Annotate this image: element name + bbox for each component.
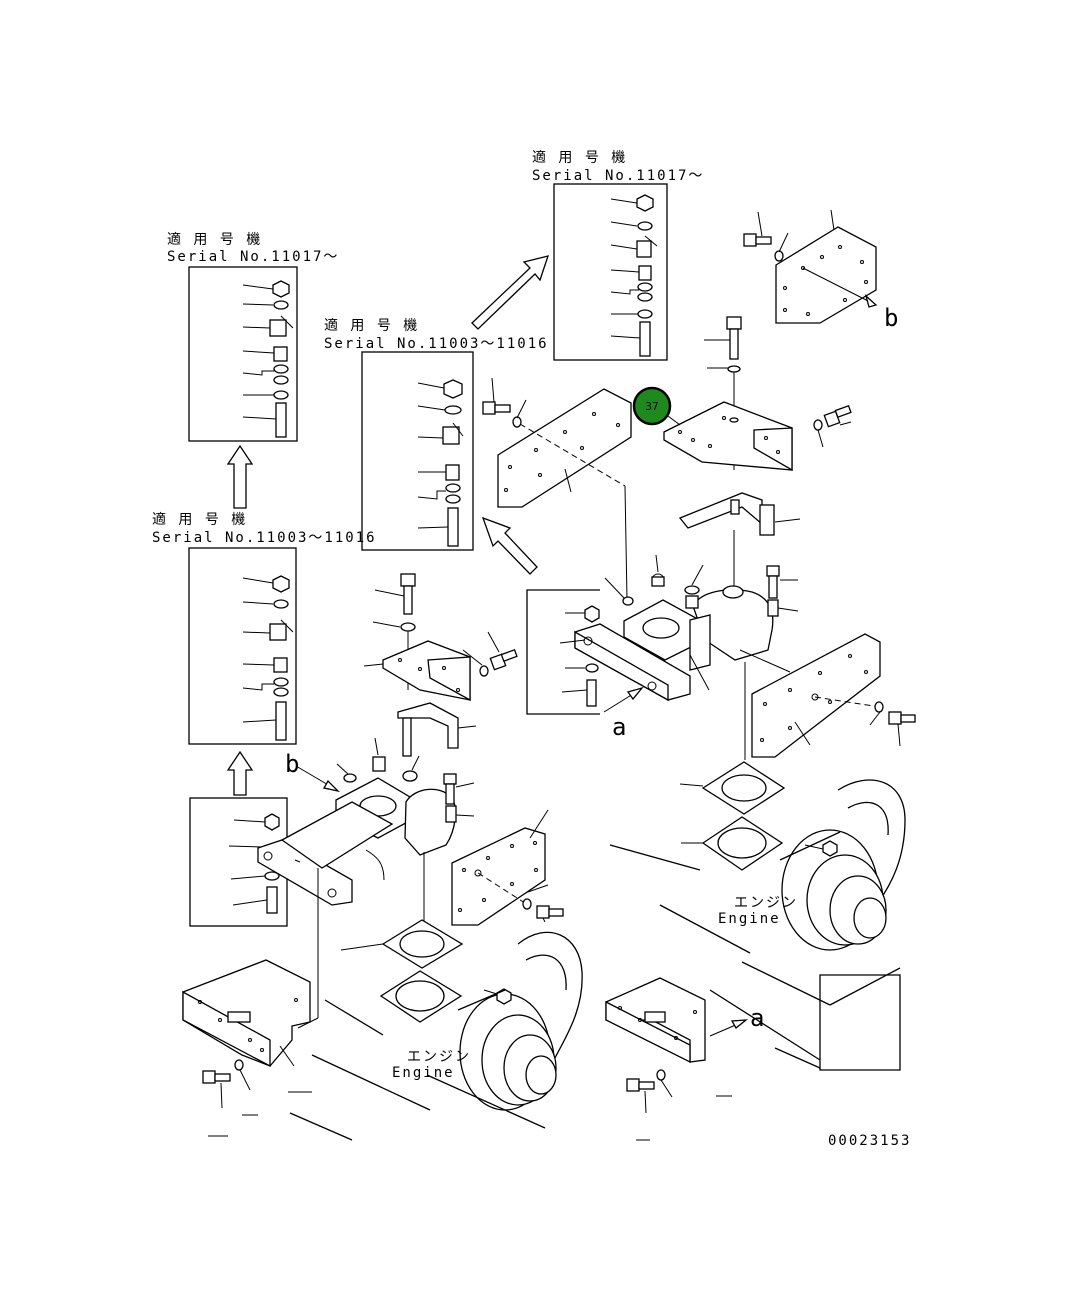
view-ref-a-lower: a — [750, 1004, 764, 1032]
variant-arrow-mid-center — [481, 516, 538, 575]
drawing-number: 00023153 — [828, 1133, 911, 1149]
top-cover-plate-right — [659, 401, 793, 472]
bolt-left-side — [522, 884, 564, 923]
view-ref-b-arrow — [322, 779, 341, 793]
variant-mid-left-applicable: 適 用 号 機 — [152, 511, 247, 528]
bolt-lower-right — [626, 1069, 673, 1114]
bolt-left-assembly — [443, 773, 475, 823]
bolt-left-upper — [372, 573, 416, 690]
variant-mid-left-serial: Serial No.11003～11016 — [152, 530, 377, 546]
callout-37[interactable]: 37 — [632, 386, 672, 426]
callout-37-label: 37 — [645, 400, 658, 413]
top-cover-plate-left — [363, 631, 518, 702]
variant-box-top-right: 適 用 号 機 Serial No.11017～ — [532, 149, 704, 361]
bracket-lower-left — [182, 868, 319, 1137]
variant-arrow-up-right — [471, 255, 549, 330]
variant-box-mid-center: 適 用 号 機 Serial No.11003～11016 — [324, 317, 549, 551]
variant-arrow-up-left-top — [226, 444, 254, 509]
gasket-left-upper — [340, 919, 464, 969]
bracket-upper-right — [678, 492, 801, 536]
variant-top-left-applicable: 適 用 号 機 — [167, 231, 262, 248]
cover-plate-right-side — [751, 633, 916, 758]
engine-right-jp: エンジン — [734, 895, 798, 911]
variant-top-right-applicable: 適 用 号 機 — [532, 149, 627, 166]
hardware-stack-top-left — [242, 280, 294, 438]
variant-arrow-up-left-bottom — [226, 750, 254, 796]
cover-plate-upper-center — [482, 377, 632, 601]
variant-box-top-left: 適 用 号 機 Serial No.11017～ — [167, 231, 339, 442]
view-ref-b-left: b — [285, 750, 299, 778]
bracket-lower-right — [605, 977, 749, 1114]
elbow-assembly-left — [257, 737, 475, 906]
bolt-right-side — [869, 701, 916, 747]
bolt-upper-center — [482, 377, 527, 428]
variant-top-left-serial: Serial No.11017～ — [167, 249, 339, 265]
engine-right-en: Engine — [718, 911, 781, 927]
bracket-left-upper — [397, 702, 477, 757]
hardware-stack-top-right — [610, 194, 658, 357]
elbow-assembly-right — [574, 530, 799, 760]
engine-left-en: Engine — [392, 1065, 455, 1081]
bolt-upper-right — [743, 211, 789, 262]
engine-left-jp: エンジン — [407, 1049, 471, 1065]
variant-top-right-serial: Serial No.11017～ — [532, 168, 704, 184]
bolt-lower-left — [202, 1059, 251, 1109]
cover-plate-upper-right — [743, 209, 878, 324]
cover-plate-left-side — [451, 809, 564, 926]
detail-bracket-a — [526, 589, 644, 715]
bolt-left-top-cover — [462, 631, 518, 677]
engine-turbo-left — [289, 931, 583, 1141]
gasket-right-lower — [681, 816, 784, 871]
gasket-right-upper — [679, 761, 786, 815]
view-ref-a-center: a — [612, 713, 626, 741]
engine-turbo-right — [609, 779, 906, 1071]
view-ref-b-top: b — [884, 304, 898, 332]
gasket-left-lower — [379, 970, 463, 1023]
hardware-stack-mid-center — [417, 379, 464, 547]
bolt-right-assembly — [766, 565, 799, 617]
variant-mid-center-serial: Serial No.11003～11016 — [324, 336, 549, 352]
variant-box-mid-left: 適 用 号 機 Serial No.11003～11016 — [152, 511, 377, 745]
variant-mid-center-applicable: 適 用 号 機 — [324, 317, 419, 334]
bolt-top-right — [813, 404, 852, 448]
hardware-stack-mid-left — [242, 575, 294, 741]
